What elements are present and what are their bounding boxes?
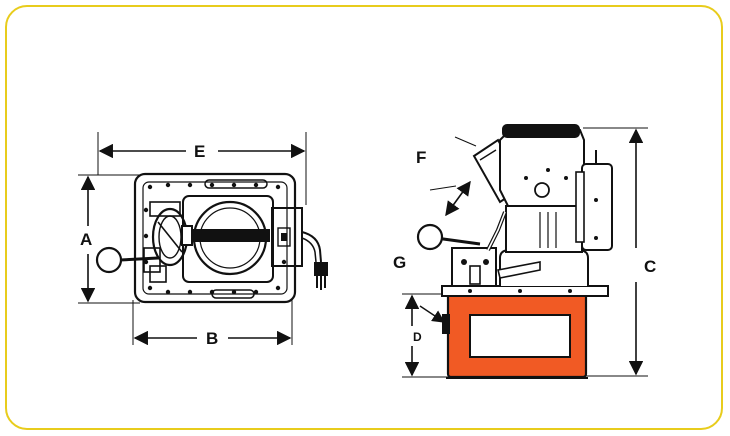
dimension-label-d: D [413,330,422,344]
dimension-label-f: F [416,148,427,167]
dimension-label-c: C [644,257,657,276]
dimension-label-e: E [194,142,206,161]
top-view [78,132,328,346]
dimension-label-b: B [206,329,219,348]
dimension-label-g: G [393,253,407,272]
dimension-label-a: A [80,230,93,249]
side-view [402,124,648,379]
